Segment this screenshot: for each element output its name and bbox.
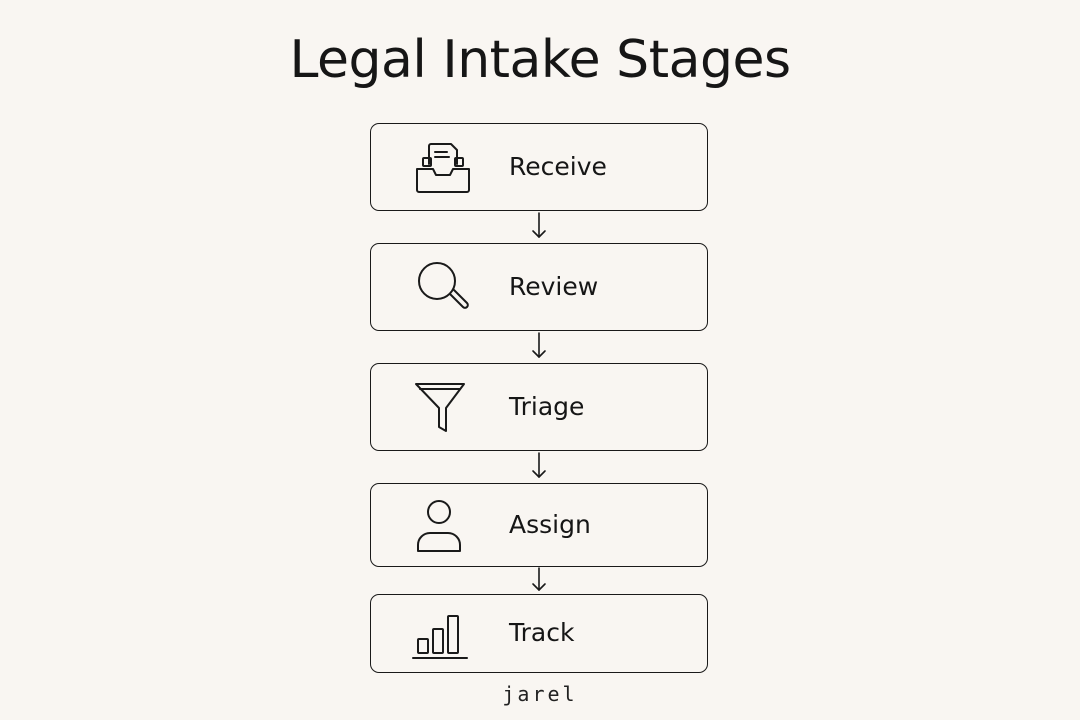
brand-wordmark: jarel [502, 682, 578, 706]
stage-receive: Receive [370, 123, 708, 211]
stage-label: Triage [509, 392, 585, 421]
bar-chart-icon [411, 602, 475, 666]
funnel-icon [411, 376, 475, 440]
flow-arrow [529, 212, 549, 240]
stage-assign: Assign [370, 483, 708, 567]
magnifier-icon [411, 256, 475, 320]
stage-label: Assign [509, 510, 591, 539]
stage-review: Review [370, 243, 708, 331]
person-icon [411, 494, 475, 558]
stage-track: Track [370, 594, 708, 673]
stage-triage: Triage [370, 363, 708, 451]
inbox-tray-icon [411, 136, 475, 200]
stage-label: Review [509, 272, 599, 301]
flow-arrow [529, 567, 549, 593]
stage-label: Receive [509, 152, 607, 181]
flow-arrow [529, 332, 549, 360]
stage-label: Track [509, 618, 575, 647]
diagram-title: Legal Intake Stages [289, 30, 791, 90]
flow-arrow [529, 452, 549, 480]
